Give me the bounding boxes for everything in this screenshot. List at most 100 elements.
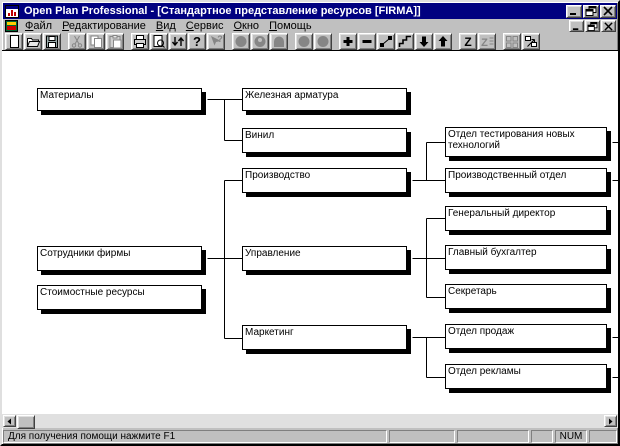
menu-item-window[interactable]: Окно: [233, 20, 260, 32]
arrow-down-icon: [419, 36, 429, 47]
resource-node[interactable]: Управление: [242, 246, 407, 271]
svg-text:Z: Z: [464, 35, 471, 49]
fit-window-button[interactable]: [522, 33, 540, 50]
child-minimize-button[interactable]: [569, 20, 584, 32]
remove-minus-icon: [362, 40, 372, 43]
sort-z-button[interactable]: Z: [459, 33, 477, 50]
sort-z-lines-icon: Z: [481, 37, 494, 49]
menu-item-tools[interactable]: Сервис: [185, 20, 224, 32]
circle-shape-2-icon: [254, 36, 266, 47]
copy-icon: [90, 35, 102, 48]
close-button[interactable]: [600, 4, 616, 18]
context-help-button: ?: [207, 33, 225, 50]
document-icon[interactable]: [5, 20, 18, 32]
resource-node[interactable]: Маркетинг: [242, 325, 407, 350]
exchange-arrows-icon: [171, 36, 185, 47]
svg-text:?: ?: [193, 34, 201, 49]
scroll-left-button[interactable]: [3, 415, 16, 427]
cut-button: [68, 33, 86, 50]
status-panel-4: [589, 430, 617, 443]
horizontal-scrollbar[interactable]: [2, 414, 618, 429]
grid-view-button: [503, 33, 521, 50]
svg-text:?: ?: [217, 34, 223, 44]
fit-window-icon: [525, 36, 537, 47]
remove-minus-button[interactable]: [358, 33, 376, 50]
app-icon[interactable]: [5, 4, 19, 18]
circle-shape-3-button: [295, 33, 313, 50]
copy-button: [87, 33, 105, 50]
connector-lines: [207, 99, 618, 378]
arch-shape-icon: [274, 36, 284, 47]
sort-z-icon: Z: [464, 35, 471, 49]
child-window-controls: [569, 20, 617, 32]
circle-shape-4-button: [314, 33, 332, 50]
title-bar: Open Plan Professional - [Стандартное пр…: [3, 3, 617, 19]
resource-node[interactable]: Стоимостные ресурсы: [37, 285, 202, 310]
status-panel-1: [389, 430, 455, 443]
resource-node[interactable]: Секретарь: [445, 284, 607, 309]
new-document-button[interactable]: [5, 33, 23, 50]
resource-node[interactable]: Отдел продаж: [445, 324, 607, 349]
sort-z-lines-button: Z: [478, 33, 496, 50]
resource-node[interactable]: Материалы: [37, 88, 202, 111]
circle-shape-1-button: [232, 33, 250, 50]
new-document-icon: [10, 35, 19, 48]
child-close-button[interactable]: [601, 20, 616, 32]
child-restore-button[interactable]: [585, 20, 600, 32]
resource-node[interactable]: Сотрудники фирмы: [37, 246, 202, 271]
resource-node[interactable]: Железная арматура: [242, 88, 407, 111]
open-file-icon: [26, 38, 41, 47]
steps-button[interactable]: [396, 33, 414, 50]
resource-node[interactable]: Отдел тестирования новых технологий: [445, 127, 607, 157]
menu-bar: Файл Редактирование Вид Сервис Окно Помощь: [3, 19, 617, 33]
menu-item-help[interactable]: Помощь: [269, 20, 312, 32]
status-panel-3: [531, 430, 553, 443]
save-icon: [46, 35, 58, 48]
save-button[interactable]: [43, 33, 61, 50]
context-help-icon: ?: [211, 34, 223, 46]
open-file-button[interactable]: [24, 33, 42, 50]
print-icon: [134, 35, 146, 48]
arrow-down-button[interactable]: [415, 33, 433, 50]
resource-node[interactable]: Главный бухгалтер: [445, 245, 607, 270]
arrow-up-icon: [438, 36, 448, 47]
help-icon: ?: [193, 34, 201, 49]
scroll-right-button[interactable]: [604, 415, 617, 427]
steps-icon: [398, 35, 411, 47]
resource-node[interactable]: Генеральный директор: [445, 206, 607, 231]
print-button[interactable]: [131, 33, 149, 50]
circle-shape-3-icon: [298, 36, 310, 47]
svg-text:Z: Z: [481, 37, 488, 49]
circle-shape-1-icon: [235, 36, 247, 47]
menu-items-container: Файл Редактирование Вид Сервис Окно Помощь: [20, 20, 317, 32]
circle-shape-4-icon: [317, 36, 329, 47]
resource-node[interactable]: Производственный отдел: [445, 168, 607, 193]
exchange-arrows-button[interactable]: [169, 33, 187, 50]
menu-item-file[interactable]: Файл: [25, 20, 53, 32]
scrollbar-thumb[interactable]: [17, 415, 35, 429]
menu-item-view[interactable]: Вид: [155, 20, 176, 32]
status-bar: Для получения помощи нажмите F1 NUM: [3, 429, 617, 445]
arch-shape-button: [270, 33, 288, 50]
menu-item-edit[interactable]: Редактирование: [62, 20, 146, 32]
toolbar-separator: [2, 50, 618, 51]
resource-node[interactable]: Производство: [242, 168, 407, 193]
arrow-up-button[interactable]: [434, 33, 452, 50]
num-lock-indicator: NUM: [555, 430, 587, 443]
restore-button[interactable]: [583, 4, 599, 18]
status-message: Для получения помощи нажмите F1: [3, 430, 387, 443]
link-nodes-button[interactable]: [377, 33, 395, 50]
print-preview-icon: [153, 35, 165, 48]
print-preview-button[interactable]: [150, 33, 168, 50]
add-plus-button[interactable]: [339, 33, 357, 50]
resource-node[interactable]: Винил: [242, 128, 407, 153]
cut-icon: [71, 35, 83, 48]
paste-icon: [109, 35, 122, 49]
status-panel-2: [457, 430, 529, 443]
help-button[interactable]: ?: [188, 33, 206, 50]
resource-node[interactable]: Отдел рекламы: [445, 364, 607, 389]
minimize-button[interactable]: [566, 4, 582, 18]
